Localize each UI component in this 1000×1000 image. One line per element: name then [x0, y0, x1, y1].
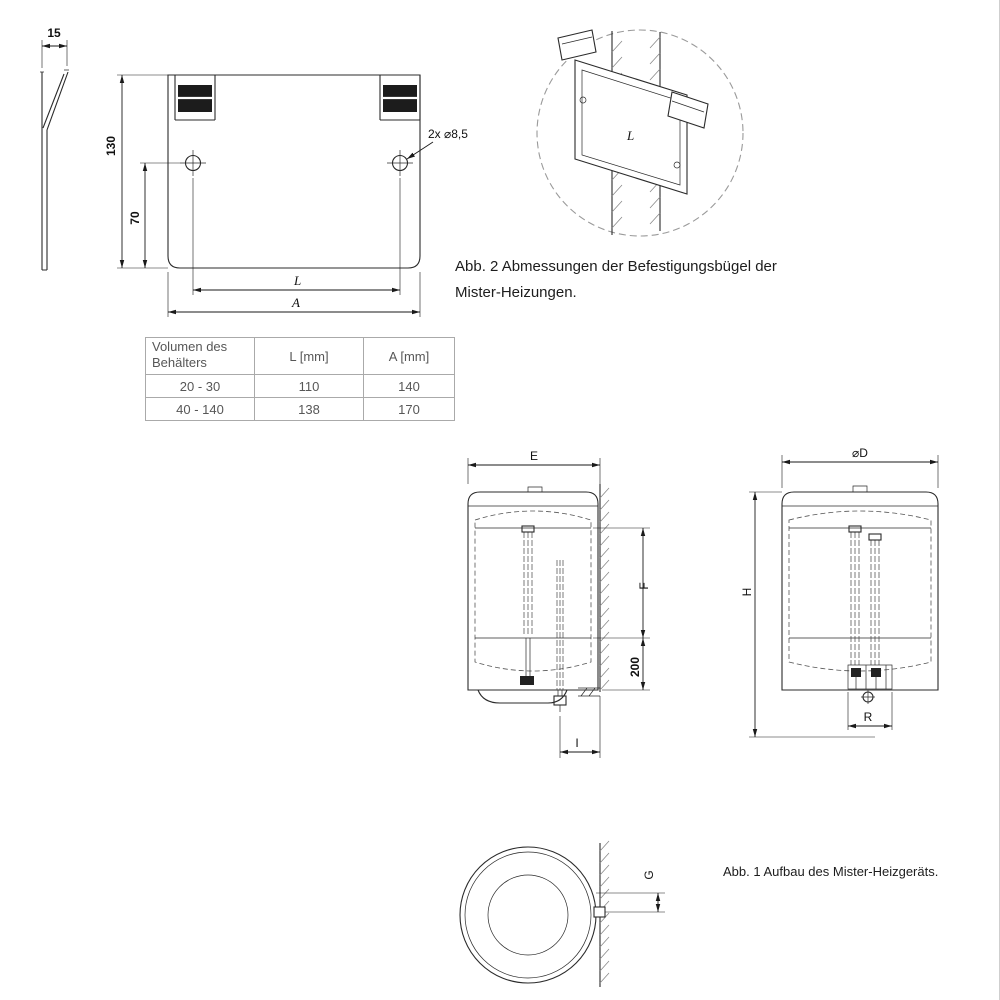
table-cell-a-1: 140 [363, 374, 455, 398]
bracket-detail-drawing: L [536, 29, 744, 237]
dim-label-F: F [637, 582, 651, 589]
hook-tab-left [557, 29, 597, 61]
hole-left [180, 150, 206, 176]
bracket-profile-drawing: 15 [40, 26, 69, 271]
figure2-caption-line2: Mister-Heizungen. [455, 284, 577, 301]
dim-A: A [167, 272, 421, 317]
table-row: 20 - 30 110 140 [145, 374, 455, 398]
hole-callout-label: 2x ⌀8,5 [428, 127, 468, 141]
dimension-table-wrap: Volumen des Behälters L [mm] A [mm] 20 -… [145, 337, 455, 421]
dim-label-130: 130 [104, 136, 118, 156]
figure2-caption-line1: Abb. 2 Abmessungen der Befestigungsbügel… [455, 258, 777, 275]
table-cell-l-2: 138 [254, 397, 364, 421]
heating-elements-front [848, 525, 882, 665]
table-row: 40 - 140 138 170 [145, 397, 455, 421]
hook-tab-right [667, 91, 709, 129]
detail-bubble [536, 29, 744, 237]
dim-130: 130 [104, 74, 168, 269]
dim-R: R [847, 692, 893, 730]
dim-D: ⌀D [781, 446, 939, 488]
dim-label-L: L [293, 273, 301, 288]
bottom-fitting-front [847, 664, 893, 704]
dimension-table: Volumen des Behälters L [mm] A [mm] 20 -… [145, 337, 455, 421]
hole-callout: 2x ⌀8,5 [406, 127, 468, 160]
plate-outline [167, 74, 421, 269]
bottom-dish [477, 687, 600, 704]
outlet-pipe-side [553, 560, 567, 712]
figure2-caption: Abb. 2 Abmessungen der Befestigungsbügel… [455, 254, 805, 306]
mounting-tab-right [379, 75, 421, 121]
dim-label-E: E [530, 449, 538, 463]
dim-label-200: 200 [628, 657, 642, 677]
heater-top-drawing: G [459, 840, 665, 987]
dim-label-L-iso: L [626, 128, 634, 143]
dim-L: L [192, 178, 401, 295]
dim-200: 200 [602, 638, 650, 691]
dim-15: 15 [41, 26, 68, 68]
bracket-front-drawing: 130 70 L A 2x ⌀8,5 [104, 74, 468, 317]
table-cell-volume-2: 40 - 140 [145, 397, 255, 421]
table-cell-volume-1: 20 - 30 [145, 374, 255, 398]
dim-label-I: I [575, 736, 578, 750]
table-cell-a-2: 170 [363, 397, 455, 421]
tank-top-view [459, 846, 597, 984]
tank-outline-front [781, 485, 939, 691]
wall-pipe-stub [593, 906, 606, 918]
heating-element-side [520, 525, 535, 685]
tank-outline-side [467, 486, 599, 691]
dim-label-D: ⌀D [852, 446, 868, 460]
dim-F: F [593, 527, 651, 639]
figure1-caption: Abb. 1 Aufbau des Mister-Heizgeräts. [723, 864, 939, 879]
wall-side [599, 484, 610, 692]
dim-label-R: R [864, 710, 873, 724]
dim-I: I [559, 696, 601, 758]
dim-label-15: 15 [47, 26, 61, 40]
dim-G: G [596, 870, 665, 913]
dim-label-G: G [642, 870, 656, 879]
bracket-plate-iso: L [574, 59, 688, 195]
table-header-a: A [mm] [363, 337, 455, 375]
dim-label-H: H [740, 588, 754, 597]
dim-label-70: 70 [128, 211, 142, 225]
heater-front-drawing: ⌀D H R [740, 446, 939, 738]
dim-label-A: A [291, 295, 300, 310]
table-header-l: L [mm] [254, 337, 364, 375]
dim-H: H [740, 491, 875, 738]
hole-right [387, 150, 413, 176]
dim-70: 70 [128, 162, 180, 268]
profile-outline [40, 69, 69, 271]
mounting-tab-left [174, 75, 216, 121]
table-header-volume: Volumen des Behälters [145, 337, 255, 375]
dim-E: E [467, 449, 601, 484]
table-cell-l-1: 110 [254, 374, 364, 398]
table-header-row: Volumen des Behälters L [mm] A [mm] [145, 337, 455, 375]
heater-side-drawing: E F [467, 449, 651, 758]
